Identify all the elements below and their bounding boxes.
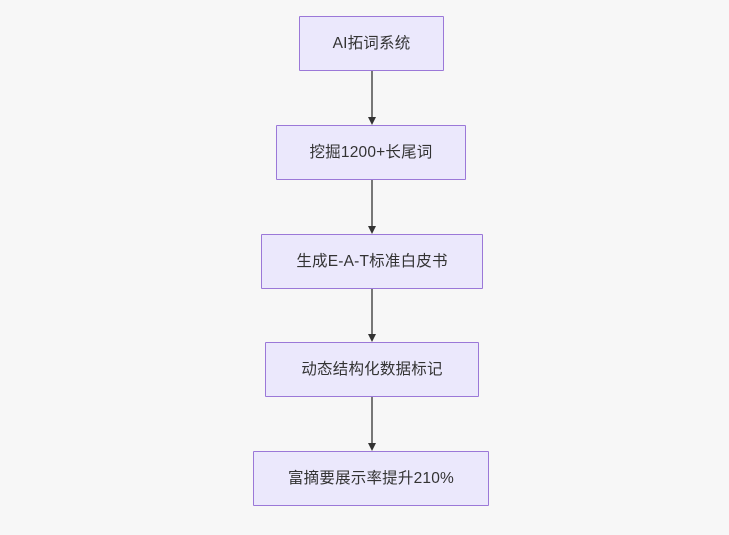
flow-node-label: AI拓词系统 (332, 34, 411, 52)
edge-line (371, 180, 373, 226)
edge-n3-n4 (367, 289, 376, 342)
edge-n4-n5 (367, 397, 376, 451)
flow-node-n1[interactable]: AI拓词系统 (299, 16, 444, 71)
arrowhead-down-icon (367, 117, 376, 125)
edge-line (371, 71, 373, 117)
flow-node-label: 挖掘1200+长尾词 (309, 143, 433, 161)
edge-line (371, 289, 373, 334)
edge-line (371, 397, 373, 443)
edge-n1-n2 (367, 71, 376, 125)
arrowhead-down-icon (367, 334, 376, 342)
flow-node-n3[interactable]: 生成E-A-T标准白皮书 (261, 234, 483, 289)
arrowhead-down-icon (367, 443, 376, 451)
flow-node-n2[interactable]: 挖掘1200+长尾词 (276, 125, 466, 180)
flow-node-n4[interactable]: 动态结构化数据标记 (265, 342, 479, 397)
flow-node-label: 生成E-A-T标准白皮书 (296, 252, 448, 270)
flow-node-n5[interactable]: 富摘要展示率提升210% (253, 451, 489, 506)
flow-node-label: 动态结构化数据标记 (301, 360, 443, 378)
edge-n2-n3 (367, 180, 376, 234)
flow-node-label: 富摘要展示率提升210% (287, 469, 455, 487)
arrowhead-down-icon (367, 226, 376, 234)
